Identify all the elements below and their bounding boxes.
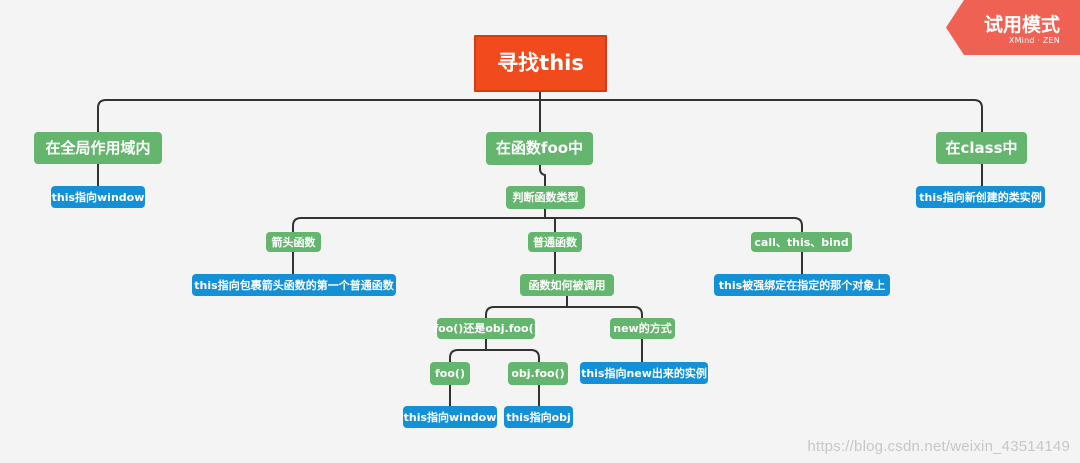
- topic-in-function-foo[interactable]: 在函数foo中: [486, 132, 593, 165]
- root-topic[interactable]: 寻找this: [474, 35, 607, 92]
- result-new-instance[interactable]: this指向new出来的实例: [580, 362, 708, 384]
- topic-normal-function[interactable]: 普通函数: [528, 232, 582, 252]
- connector-root-to-class: [539, 99, 983, 133]
- topic-in-class[interactable]: 在class中: [936, 132, 1027, 164]
- connector-directorobj-to-children: [449, 338, 540, 363]
- result-foo-window[interactable]: this指向window: [403, 406, 497, 428]
- connector-root-to-global: [97, 91, 541, 133]
- topic-foo-call[interactable]: foo(): [430, 362, 470, 385]
- result-class-instance[interactable]: this指向新创建的类实例: [916, 186, 1045, 208]
- connector-howcalled-to-children: [485, 295, 643, 319]
- result-global-window[interactable]: this指向window: [51, 186, 145, 208]
- trial-mode-badge: 试用模式 XMind · ZEN: [946, 0, 1080, 55]
- topic-direct-or-obj-call[interactable]: foo()还是obj.foo(): [433, 318, 539, 339]
- topic-global-scope[interactable]: 在全局作用域内: [34, 132, 162, 164]
- result-obj[interactable]: this指向obj: [504, 406, 573, 428]
- topic-arrow-function[interactable]: 箭头函数: [266, 232, 321, 252]
- topic-obj-foo-call[interactable]: obj.foo(): [508, 362, 568, 385]
- topic-call-this-bind[interactable]: call、this、bind: [751, 232, 852, 252]
- result-arrow-function[interactable]: this指向包裹箭头函数的第一个普通函数: [192, 274, 396, 296]
- trial-mode-title: 试用模式: [983, 14, 1060, 36]
- source-watermark: https://blog.csdn.net/weixin_43514149: [807, 438, 1070, 455]
- topic-function-type-check[interactable]: 判断函数类型: [506, 186, 585, 209]
- result-strong-binding[interactable]: this被强绑定在指定的那个对象上: [714, 274, 890, 296]
- connector-typecheck-to-children: [292, 208, 803, 233]
- topic-new-call[interactable]: new的方式: [610, 318, 675, 339]
- topic-how-function-called[interactable]: 函数如何被调用: [520, 274, 614, 296]
- connector-function-to-typecheck: [539, 164, 546, 187]
- xmind-zen-label: XMind · ZEN: [1008, 36, 1060, 45]
